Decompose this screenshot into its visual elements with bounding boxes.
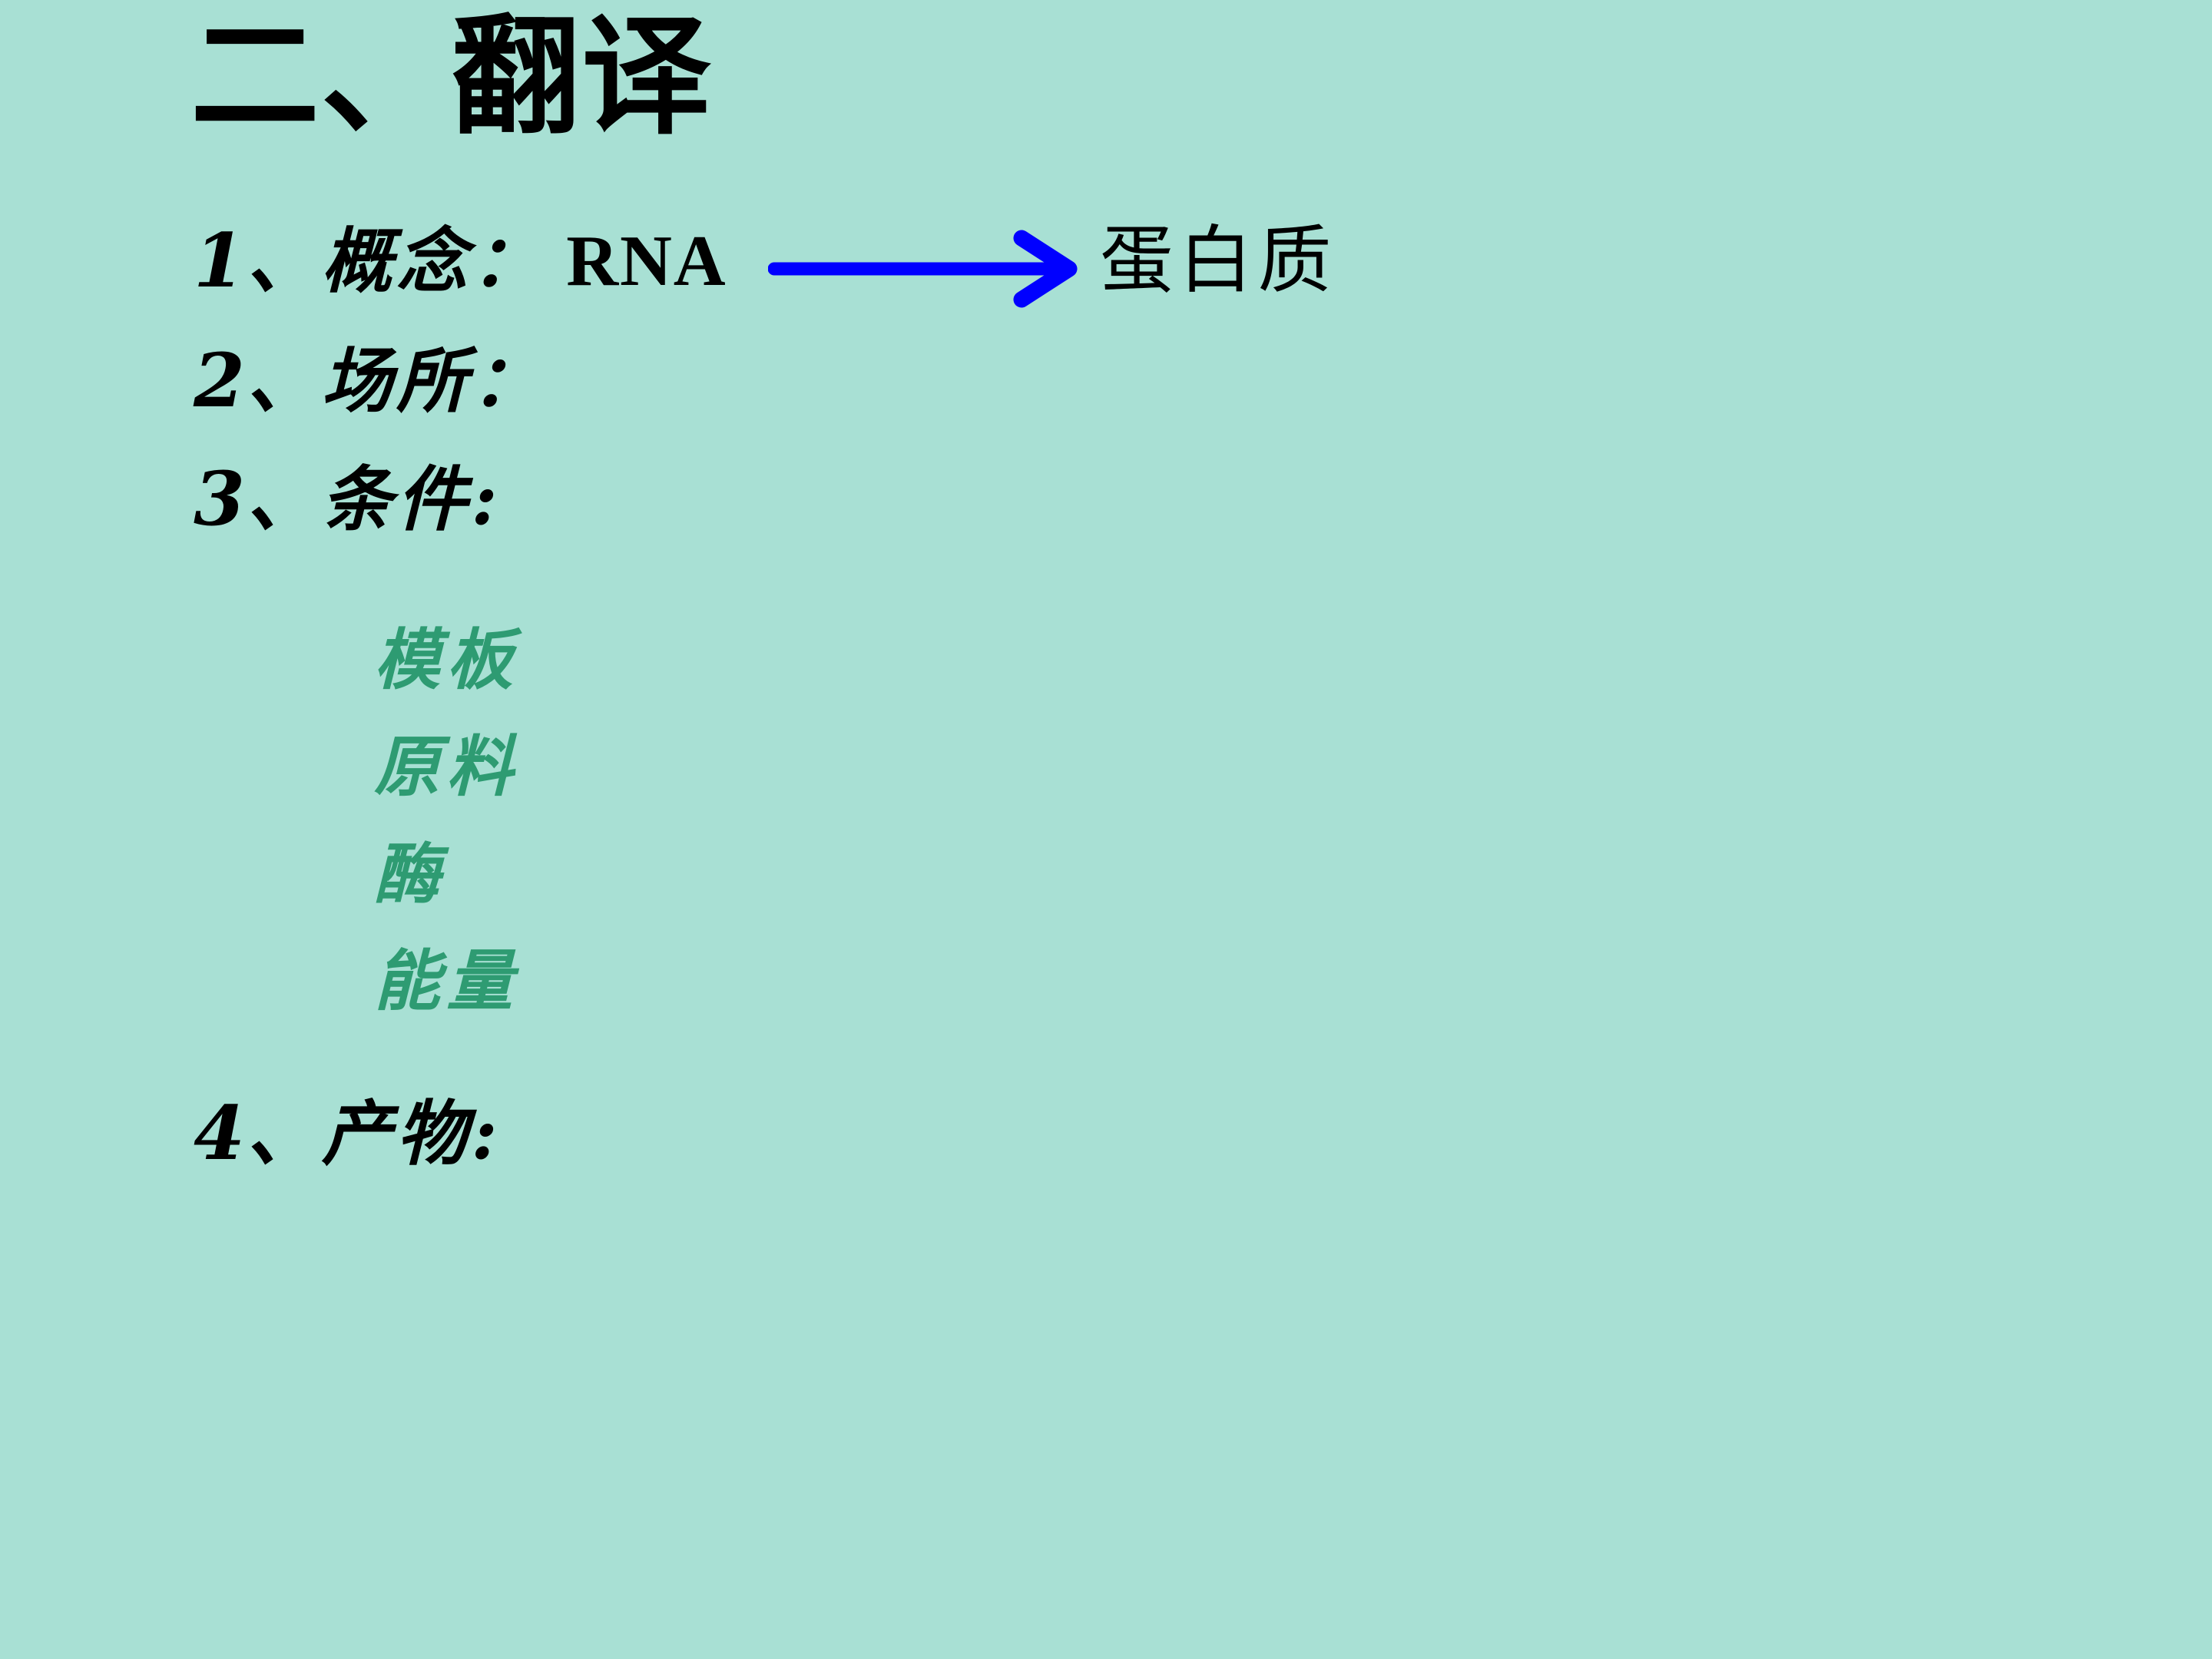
condition-item-raw-material: 原料 [374,728,520,806]
right-arrow-icon [768,224,1091,309]
outline-item-1-label: 概念： [321,220,547,303]
outline-item-4-label: 产物: [321,1092,502,1175]
condition-item-energy: 能量 [374,942,520,1020]
outline-item-1-target: 蛋白质 [1100,224,1336,298]
outline-item-4-number: 4、 [194,1090,322,1177]
outline-item-2-label: 场所： [321,339,547,422]
outline-item-3-number: 3、 [194,455,322,542]
outline-item-4: 4、 产物: [194,1097,502,1171]
outline-item-2: 2、 场所： [194,344,546,418]
outline-item-3: 3、 条件: [194,462,502,536]
outline-item-1-value: RNA [566,221,727,301]
page-title: 二、翻译 [190,2,712,152]
condition-item-enzyme: 酶 [374,835,447,913]
outline-item-1-number: 1、 [194,217,322,304]
outline-item-2-number: 2、 [194,337,322,424]
outline-item-1: 1、 概念： RNA [194,224,727,298]
condition-item-template: 模板 [374,621,520,699]
outline-item-3-label: 条件: [321,458,502,541]
outline-item-1-target-label: 蛋白质 [1100,220,1337,302]
condition-list: 模板 原料 酶 能量 [374,607,519,1035]
